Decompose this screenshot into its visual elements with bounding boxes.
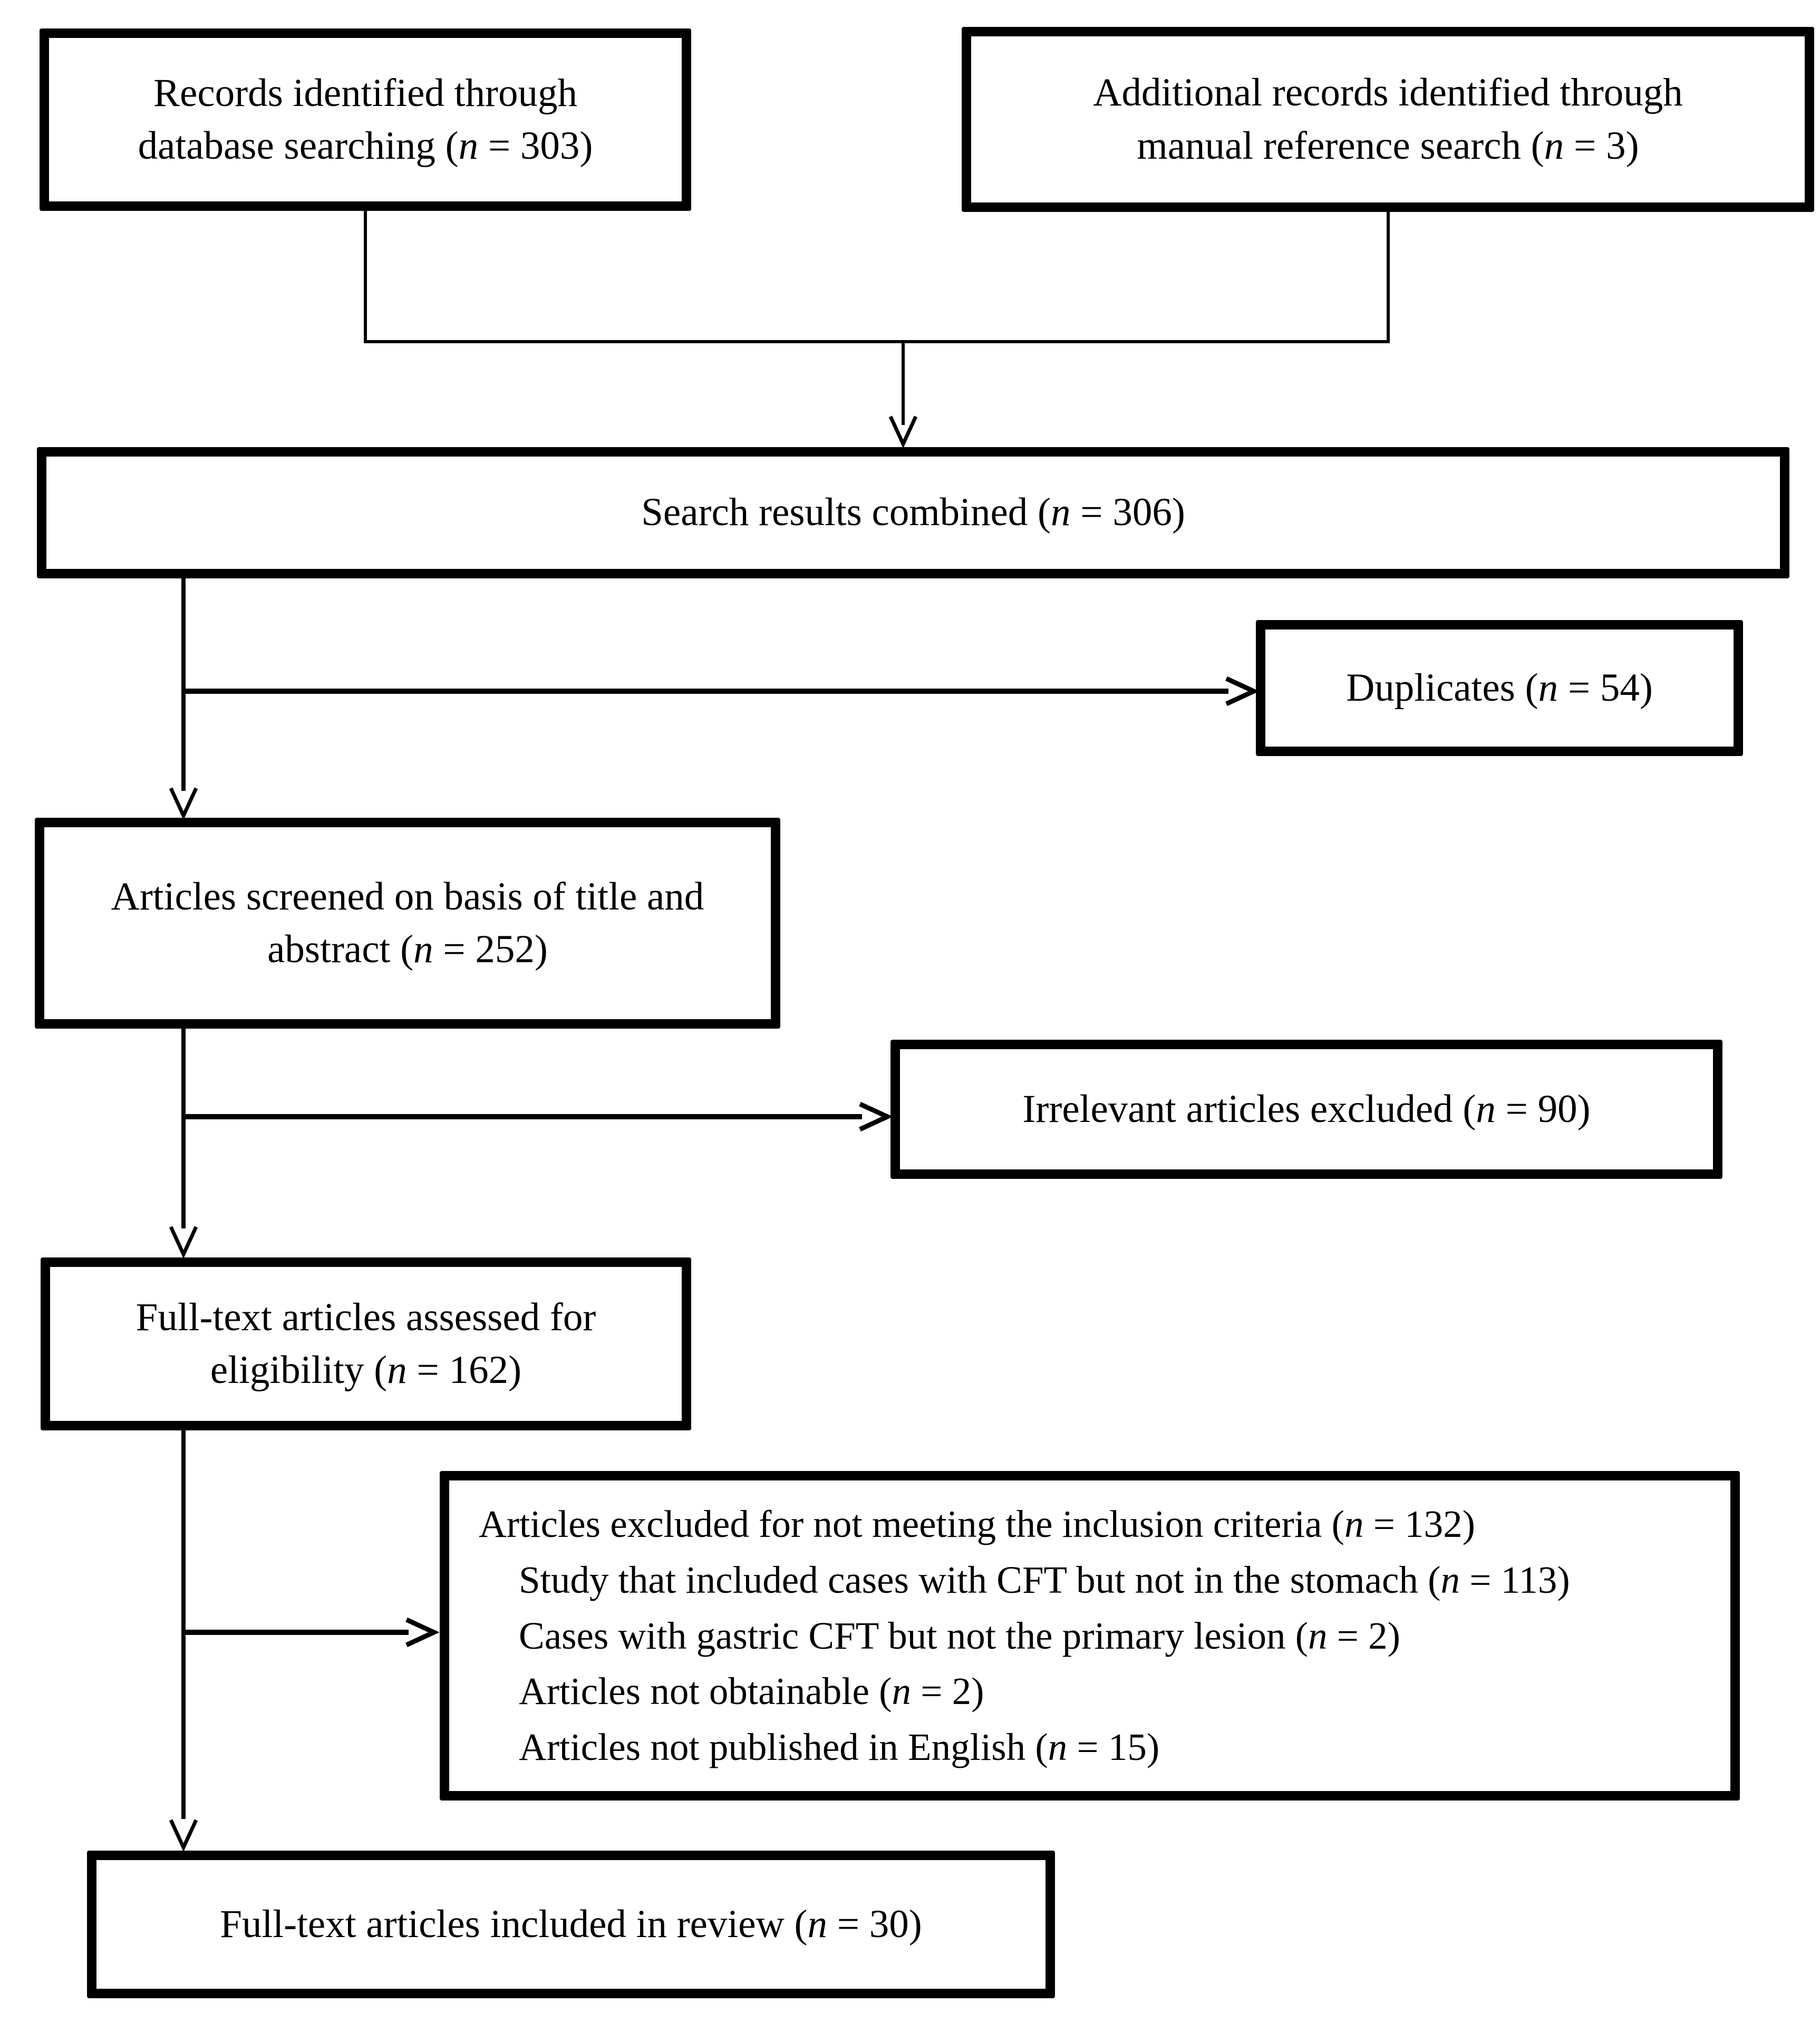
arrow-to-combined bbox=[888, 342, 918, 449]
box-excluded-criteria: Articles excluded for not meeting the in… bbox=[440, 1471, 1740, 1801]
arrow-combined-to-screened bbox=[169, 578, 198, 820]
box-records-manual: Additional records identified through ma… bbox=[962, 27, 1814, 212]
connector-top-merge bbox=[364, 209, 1390, 343]
arrow-screened-to-fulltext bbox=[169, 1028, 198, 1259]
box-irrelevant-excluded-label: Irrelevant articles excluded (n = 90) bbox=[1022, 1087, 1591, 1131]
arrow-fulltext-to-included bbox=[169, 1430, 198, 1852]
box-records-database-label: Records identified through database sear… bbox=[138, 71, 593, 168]
excluded-reason-cft-not-stomach: Study that included cases with CFT but n… bbox=[519, 1558, 1570, 1601]
box-search-combined-label: Search results combined (n = 306) bbox=[641, 490, 1185, 535]
excluded-reason-not-english: Articles not published in English (n = 1… bbox=[519, 1726, 1160, 1769]
box-search-combined: Search results combined (n = 306) bbox=[37, 447, 1789, 578]
arrow-to-duplicates bbox=[183, 676, 1260, 706]
box-fulltext-included: Full-text articles included in review (n… bbox=[87, 1851, 1055, 1998]
arrow-to-irrelevant bbox=[183, 1101, 893, 1132]
excluded-reason-not-primary-lesion: Cases with gastric CFT but not the prima… bbox=[519, 1614, 1400, 1657]
box-articles-screened: Articles screened on basis of title and … bbox=[35, 818, 780, 1029]
arrow-to-excluded bbox=[183, 1617, 440, 1648]
box-irrelevant-excluded: Irrelevant articles excluded (n = 90) bbox=[890, 1040, 1722, 1179]
excluded-reason-not-obtainable: Articles not obtainable (n = 2) bbox=[519, 1670, 984, 1713]
box-fulltext-included-label: Full-text articles included in review (n… bbox=[220, 1902, 922, 1946]
box-duplicates-label: Duplicates (n = 54) bbox=[1346, 665, 1653, 710]
excluded-criteria-title: Articles excluded for not meeting the in… bbox=[479, 1502, 1475, 1545]
box-fulltext-assessed: Full-text articles assessed for eligibil… bbox=[41, 1257, 691, 1430]
box-records-database: Records identified through database sear… bbox=[40, 28, 691, 211]
box-articles-screened-label: Articles screened on basis of title and … bbox=[111, 874, 704, 972]
box-records-manual-label: Additional records identified through ma… bbox=[1093, 71, 1683, 168]
box-fulltext-assessed-label: Full-text articles assessed for eligibil… bbox=[135, 1295, 596, 1392]
box-duplicates: Duplicates (n = 54) bbox=[1256, 620, 1743, 756]
